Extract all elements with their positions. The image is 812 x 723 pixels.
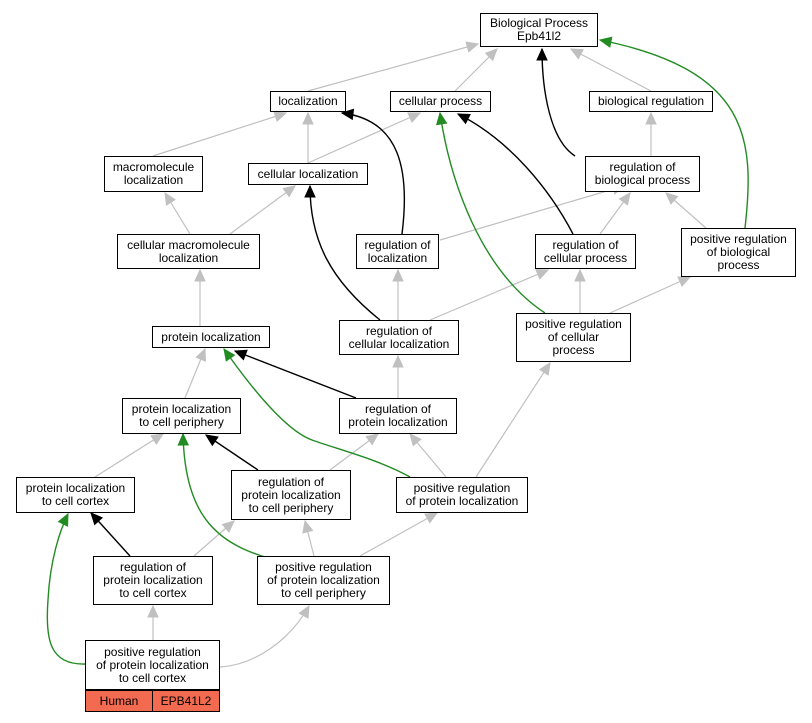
edge-rcp-to-cp: [457, 113, 574, 235]
arrowhead-cloc-to-cp: [407, 112, 422, 123]
arrowhead-mloc-to-loc: [273, 111, 288, 123]
edge-rploc-to-ploc: [234, 350, 357, 399]
arrowhead-rbp-to-breg: [645, 111, 657, 125]
edge-prcp-to-prbp: [609, 276, 691, 314]
node-regulation-of-protein-localization-to-cell-cortex[interactable]: regulation of protein localization to ce…: [93, 556, 213, 605]
edge-loc-to-bp: [307, 43, 479, 92]
arrowhead-rplcp-to-rploc: [365, 433, 379, 446]
arrowhead-prbp-to-rbp: [665, 192, 679, 205]
node-positive-regulation-of-protein-localization-to-cell-cortex[interactable]: positive regulation of protein localizat…: [85, 640, 220, 690]
arrowhead-prploc-to-prcp: [538, 361, 551, 376]
arrowhead-plcp-to-ploc: [195, 347, 207, 362]
arrowhead-rploc-to-rcloc: [392, 354, 404, 368]
node-biological-process[interactable]: Biological Process Epb41l2: [480, 13, 598, 47]
arrowhead-rcloc-to-rcp: [535, 269, 550, 280]
node-positive-regulation-of-protein-localization-to-cell-periphery[interactable]: positive regulation of protein localizat…: [257, 556, 390, 605]
arrowhead-prplcp-to-prploc: [424, 512, 439, 524]
edge-prploc-to-ploc: [223, 348, 411, 478]
node-protein-localization-to-cell-periphery[interactable]: protein localization to cell periphery: [122, 398, 241, 434]
arrowhead-cmloc-to-mloc: [164, 191, 176, 206]
edge-rloc-to-rbp: [439, 185, 625, 241]
node-regulation-of-cellular-process[interactable]: regulation of cellular process: [535, 234, 636, 269]
arrowhead-cp-to-bp: [484, 48, 498, 62]
node-positive-regulation-of-biological-process[interactable]: positive regulation of biological proces…: [681, 228, 796, 277]
edge-prploc-to-prcp: [475, 362, 551, 478]
node-regulation-of-cellular-localization[interactable]: regulation of cellular localization: [339, 320, 459, 355]
arrowhead-prcp-to-prbp: [677, 276, 692, 287]
node-regulation-of-protein-localization-to-cell-periphery[interactable]: regulation of protein localization to ce…: [231, 470, 351, 520]
edge-prcp-to-cp: [439, 112, 546, 314]
edge-prplcc-to-plcc: [46, 513, 86, 665]
arrowhead-prplcp-to-plcp: [177, 432, 190, 446]
arrowhead-breg-to-bp: [569, 48, 584, 60]
arrowhead-prploc-to-rploc: [409, 433, 422, 447]
edge-prplcp-to-plcp: [182, 433, 276, 561]
node-positive-regulation-of-protein-localization[interactable]: positive regulation of protein localizat…: [396, 477, 528, 513]
edge-mloc-to-loc: [152, 112, 287, 157]
annotation-gene: EPB41L2: [152, 690, 220, 712]
arrowhead-rcp-to-cp: [456, 113, 471, 125]
edge-rloc-to-loc: [341, 112, 406, 235]
edge-rbp-to-bp: [541, 48, 576, 157]
arrowhead-rcloc-to-cloc: [304, 184, 316, 198]
node-protein-localization[interactable]: protein localization: [152, 326, 270, 348]
arrowhead-rploc-to-ploc: [233, 349, 248, 361]
node-macromolecule-localization[interactable]: macromolecule localization: [104, 156, 203, 192]
edge-prplcc-to-prplcp: [219, 605, 310, 668]
annotation-species: Human: [85, 690, 153, 712]
edge-cloc-to-cp: [307, 112, 421, 164]
arrowhead-rcp-to-rbp: [618, 192, 631, 206]
arrowhead-plcc-to-plcp: [150, 433, 165, 446]
arrowhead-rplcp-to-plcp: [204, 434, 219, 447]
arrowhead-rbp-to-bp: [536, 47, 548, 61]
arrowhead-cloc-to-loc: [302, 111, 314, 125]
arrowhead-prcp-to-cp: [435, 111, 448, 126]
node-localization[interactable]: localization: [270, 91, 346, 112]
arrowhead-prcp-to-rcp: [574, 268, 586, 282]
arrowhead-cmloc-to-cloc: [282, 185, 296, 198]
node-positive-regulation-of-cellular-process[interactable]: positive regulation of cellular process: [516, 313, 631, 362]
edge-plcc-to-plcp: [94, 433, 164, 478]
node-biological-regulation[interactable]: biological regulation: [589, 91, 713, 112]
edge-prbp-to-bp: [599, 39, 749, 229]
arrowhead-prploc-to-ploc: [223, 348, 236, 362]
edge-rcloc-to-cloc: [309, 185, 381, 321]
node-protein-localization-to-cell-cortex[interactable]: protein localization to cell cortex: [16, 477, 135, 513]
node-cellular-macromolecule-localization[interactable]: cellular macromolecule localization: [117, 234, 260, 269]
node-regulation-of-protein-localization[interactable]: regulation of protein localization: [339, 398, 457, 434]
node-regulation-of-localization[interactable]: regulation of localization: [356, 234, 439, 269]
edge-prplcp-to-prploc: [359, 512, 438, 557]
arrowhead-rcloc-to-rloc: [392, 268, 404, 282]
arrowhead-prplcc-to-prplcp: [298, 604, 310, 619]
node-cellular-process[interactable]: cellular process: [390, 91, 491, 112]
arrowhead-loc-to-bp: [465, 41, 480, 53]
arrowhead-rplcc-to-rplcp: [221, 520, 235, 533]
edge-rcloc-to-rcp: [429, 269, 549, 321]
edge-breg-to-bp: [570, 48, 652, 92]
arrowhead-ploc-to-cmloc: [194, 268, 206, 282]
node-cellular-localization[interactable]: cellular localization: [248, 163, 368, 185]
edge-cmloc-to-cloc: [229, 185, 296, 235]
arrowhead-prplcc-to-rplcc: [147, 604, 159, 618]
arrowhead-rplcc-to-plcc: [90, 512, 104, 526]
arrowhead-prplcp-to-rplcp: [302, 519, 314, 534]
node-regulation-of-biological-process[interactable]: regulation of biological process: [585, 156, 700, 192]
arrowhead-rloc-to-loc: [340, 108, 355, 121]
arrowhead-prbp-to-bp: [598, 36, 613, 48]
arrowhead-prplcc-to-plcc: [57, 512, 69, 527]
